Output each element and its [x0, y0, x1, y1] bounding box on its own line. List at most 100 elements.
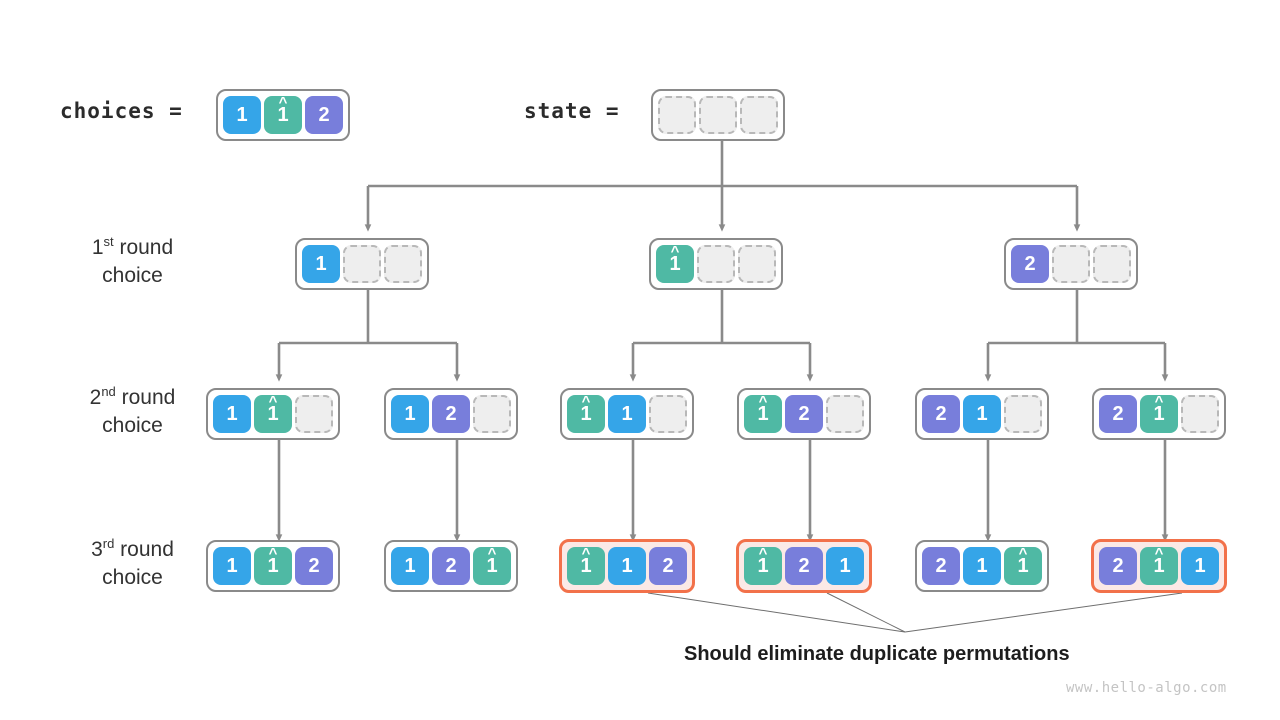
cell-value: 1: [608, 395, 646, 433]
cell-value-hat: ^1: [1140, 546, 1178, 585]
watermark: www.hello-algo.com: [1066, 680, 1227, 696]
cell-empty: [295, 395, 333, 433]
hat-number: ^1: [1153, 546, 1164, 576]
caret-icon: ^: [1154, 545, 1164, 562]
cell-empty: [738, 245, 776, 283]
round-2-ordinal: 2: [89, 386, 102, 409]
round2-node-3: ^1 2: [737, 388, 871, 440]
cell-empty: [473, 395, 511, 433]
cell-value: 2: [432, 395, 470, 433]
round-1-word: round: [113, 236, 174, 259]
hat-number: ^1: [757, 546, 768, 576]
cell-number: 1: [226, 402, 238, 425]
cell-value-hat: ^1: [254, 545, 292, 585]
cell-value: 1: [302, 245, 340, 283]
round2-to-round3-wires: [275, 438, 1169, 542]
cell-value: 2: [922, 547, 960, 585]
cell-number: 1: [839, 554, 851, 577]
hat-number: ^1: [669, 244, 680, 274]
cell-value: 1: [608, 547, 646, 585]
hat-number: ^1: [1017, 546, 1029, 577]
cell-number: 1: [267, 403, 279, 425]
hat-number: ^1: [757, 394, 768, 424]
cell-number: 1: [404, 402, 416, 425]
round1-to-round2-wires: [275, 287, 1169, 382]
cell-number: 2: [1024, 252, 1036, 275]
round-2-word: round: [115, 386, 176, 409]
cell-value: 2: [1011, 245, 1049, 283]
cell-number: 1: [1017, 555, 1029, 577]
round3-node-5: 2 ^1 1: [1091, 539, 1227, 593]
round2-node-2: ^1 1: [560, 388, 694, 440]
cell-empty: [697, 245, 735, 283]
cell-number: 1: [1153, 403, 1165, 425]
round-3-suffix: rd: [102, 536, 115, 551]
round2-node-0: 1^1: [206, 388, 340, 440]
hat-number: ^1: [267, 394, 279, 425]
cell-empty: [740, 96, 778, 134]
caret-icon: ^: [1154, 393, 1164, 410]
hat-number: ^1: [580, 546, 592, 577]
choices-label: choices =: [60, 99, 183, 123]
cell-empty: [826, 395, 864, 433]
round3-node-1: 1 2 ^1: [384, 540, 518, 592]
cell-value-hat: ^1: [264, 95, 302, 134]
cell-value: 1: [391, 395, 429, 433]
cell-number: 2: [798, 402, 810, 425]
cell-empty: [1181, 395, 1219, 433]
cell-value: 1: [391, 547, 429, 585]
cell-number: 2: [308, 554, 320, 577]
cell-value-hat: ^1: [744, 546, 782, 585]
cell-number: 1: [976, 402, 988, 425]
round-1-second-line: choice: [102, 264, 163, 288]
cell-empty: [384, 245, 422, 283]
round-3-second-line: choice: [102, 566, 163, 590]
cell-number: 2: [662, 554, 674, 577]
cell-value: 2: [922, 395, 960, 433]
cell-value: 2: [432, 547, 470, 585]
round-1-suffix: st: [103, 234, 114, 249]
caret-icon: ^: [268, 393, 278, 410]
cell-value: 2: [785, 547, 823, 585]
cell-number: 2: [445, 402, 457, 425]
cell-value-hat: ^1: [567, 546, 605, 585]
caret-icon: ^: [581, 545, 591, 562]
round-1-label: 1st round choice: [55, 233, 210, 291]
cell-number: 1: [1194, 554, 1206, 577]
cell-number: 1: [976, 554, 988, 577]
cell-number: 1: [580, 555, 592, 577]
caret-icon: ^: [581, 393, 591, 410]
cell-empty: [1004, 395, 1042, 433]
round-3-label: 3rd round choice: [55, 535, 210, 593]
round-3-ordinal: 3: [91, 538, 103, 561]
cell-value: 1: [213, 547, 251, 585]
state-array: [651, 89, 785, 141]
round1-node-2: 2: [1004, 238, 1138, 290]
cell-number: 1: [621, 402, 633, 425]
caret-icon: ^: [758, 545, 768, 562]
cell-value: 1: [223, 96, 261, 134]
cell-empty: [1052, 245, 1090, 283]
round-2-second-line: choice: [102, 414, 163, 438]
cell-number: 1: [404, 554, 416, 577]
cell-value-hat: ^1: [473, 546, 511, 585]
cell-number: 2: [798, 554, 810, 577]
hat-number: ^1: [580, 394, 591, 424]
cell-number: 1: [315, 252, 327, 275]
round3-node-3: ^1 2 1: [736, 539, 872, 593]
cell-number: 2: [1112, 554, 1124, 577]
caret-icon: ^: [268, 545, 278, 562]
cell-number: 1: [267, 555, 279, 577]
cell-value: 1: [963, 395, 1001, 433]
cell-number: 2: [445, 554, 457, 577]
cell-value: 2: [1099, 395, 1137, 433]
cell-value: 2: [305, 96, 343, 134]
hat-number: ^1: [486, 546, 497, 576]
cell-value-hat: ^1: [567, 394, 605, 433]
